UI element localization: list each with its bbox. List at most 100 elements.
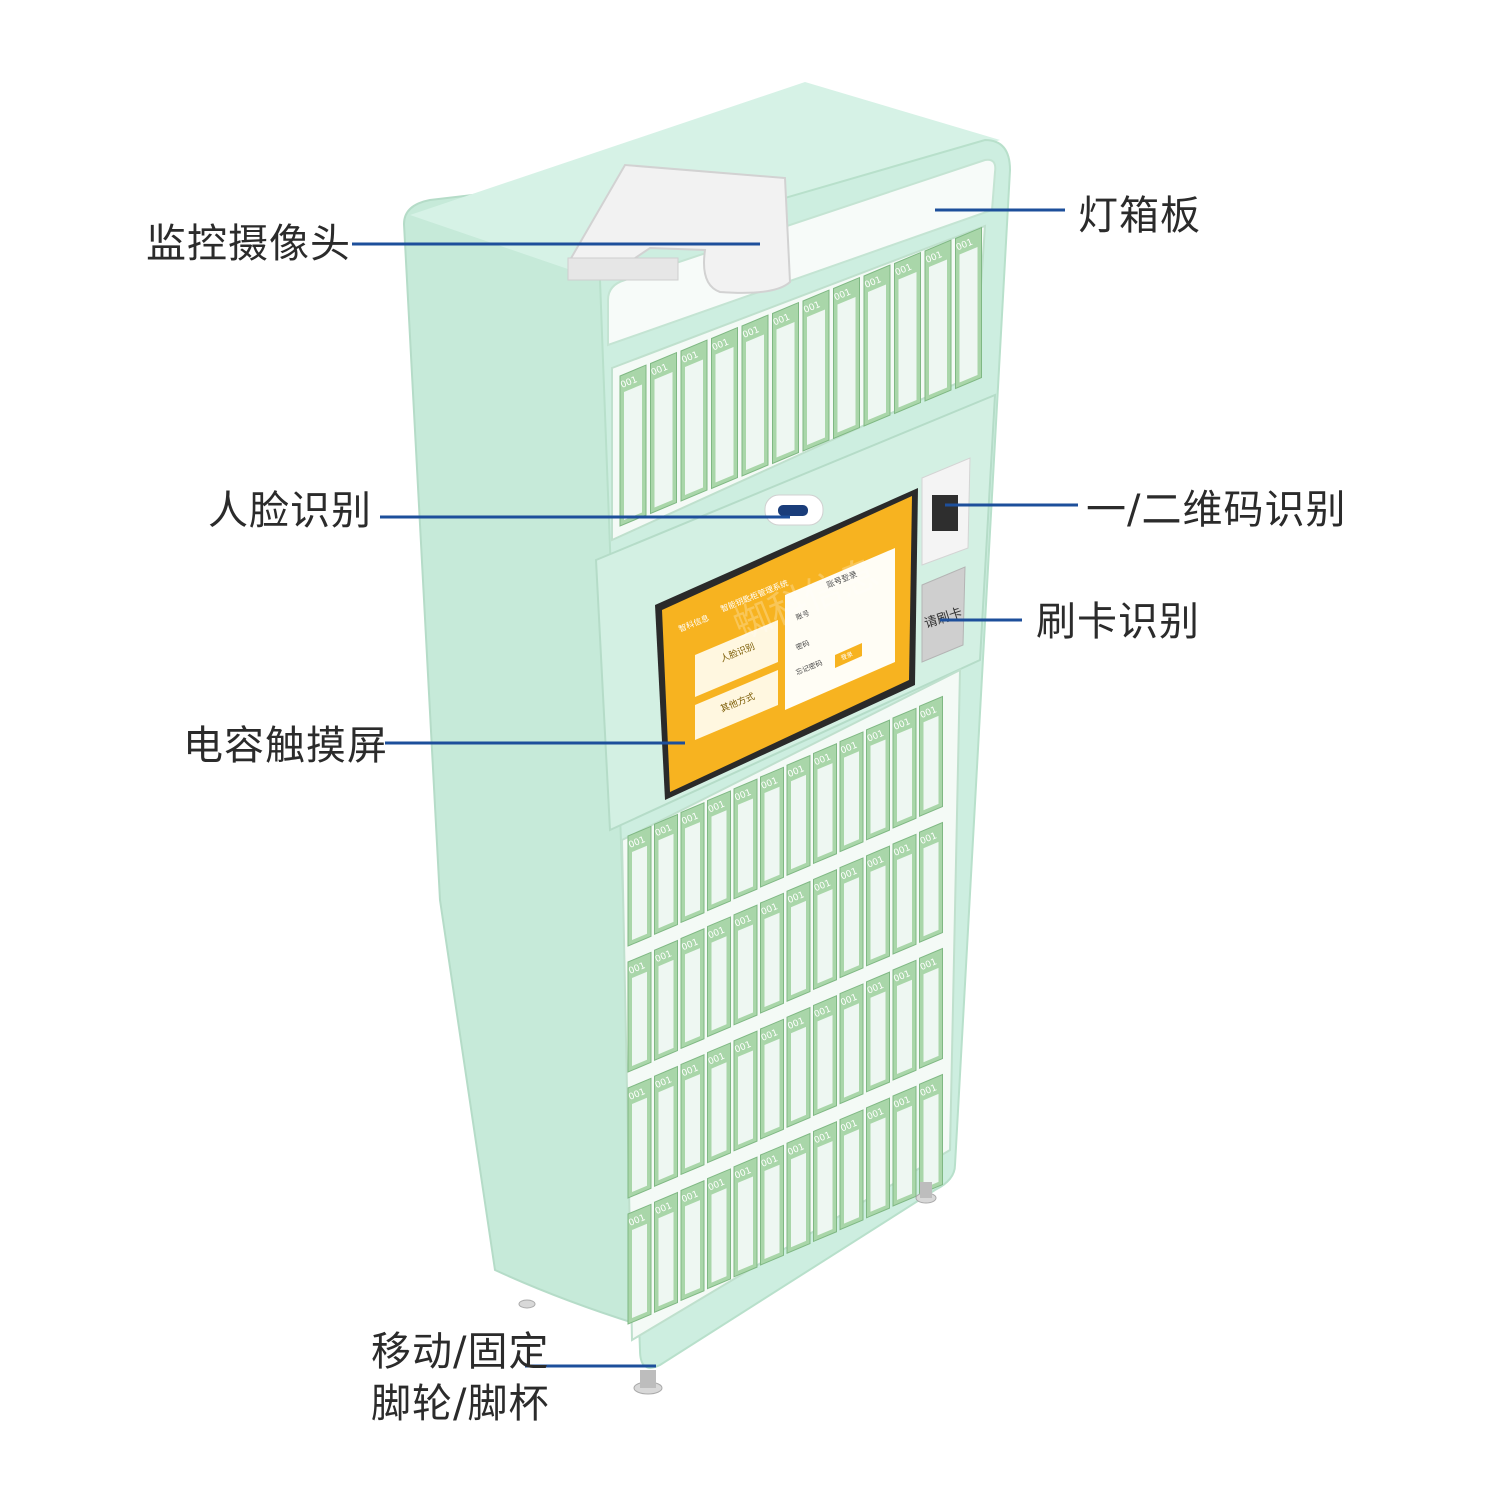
leader-lines [352,208,1078,1368]
lower-slot: 001 [866,845,890,967]
screen-confirm-button [835,643,862,668]
lower-slot-window [870,739,886,834]
screen-face-button [695,620,778,697]
lower-slot-window [711,1062,727,1157]
upper-slot-window [776,321,795,458]
lower-slot-window [764,1038,780,1133]
lower-slot-window [791,1026,806,1122]
upper-slot: 001 [711,326,738,490]
lower-slot: 001 [680,1179,705,1302]
upper-slot-window [746,334,764,470]
lower-slot-window [791,900,806,996]
lower-slot: 001 [654,1065,678,1187]
lower-slot-window [923,841,939,937]
label-camera: 监控摄像头 [146,221,351,267]
upper-slot-window [654,371,673,508]
lower-slot: 001 [892,707,917,829]
screen-other-button [695,670,778,740]
lower-slot: 001 [733,904,758,1026]
label-touch-screen: 电容触摸屏 [183,723,388,769]
lower-slot: 001 [919,947,943,1069]
lower-slot-window [844,1129,859,1224]
lower-slot: 001 [839,731,864,853]
lower-slot: 001 [707,790,731,912]
upper-slot: 001 [772,301,799,465]
lower-slot: 001 [733,1030,758,1152]
lower-slot: 001 [707,916,731,1038]
lower-slot-window [658,1085,674,1181]
lower-slot: 001 [839,983,864,1105]
lower-slot-window [844,1003,859,1098]
lower-slot: 001 [919,1073,943,1195]
lower-slot-window [817,1015,833,1110]
lower-slot: 001 [919,821,943,943]
lower-slot-window [923,715,939,811]
lower-slot: 001 [680,927,705,1050]
lower-slot-window [870,1117,886,1212]
label-casters-line2: 脚轮/脚杯 [371,1381,550,1427]
lower-slot: 001 [813,1120,837,1243]
upper-slot: 001 [863,264,891,427]
lower-slot: 001 [866,971,890,1093]
lower-slot-window [817,1141,833,1236]
cabinet-side-panel [402,178,642,1327]
lower-slot: 001 [892,833,917,955]
lower-slot-grid: 0010010010010010010010010010010010010010… [627,695,943,1325]
lower-slot-window [685,1074,700,1169]
lower-slot-window [658,833,674,929]
lower-slot: 001 [839,1109,864,1231]
upper-slot: 001 [619,364,647,527]
upper-slot: 001 [680,339,708,502]
lower-slot-window [632,1223,647,1318]
lower-slot-window [738,1176,753,1271]
lower-slot-window [791,774,806,870]
lower-slot: 001 [813,994,837,1117]
lower-slot: 001 [733,1156,758,1278]
foot-front-right-stem [920,1182,932,1198]
lower-slot: 001 [813,742,837,865]
upper-slot-window [715,346,734,483]
lower-slot: 001 [786,1132,811,1254]
lower-slot: 001 [707,1042,731,1164]
upper-slot: 001 [650,351,677,515]
upper-slot-window [929,259,947,395]
lower-slot-window [870,865,886,960]
lower-slot-window [844,877,859,972]
lower-slot: 001 [627,1203,652,1325]
qr-reader-window [932,495,958,531]
lower-slot-window [632,845,647,940]
lower-slot-window [685,948,700,1043]
label-qr-code: 一/二维码识别 [1086,487,1347,533]
lower-slot-window [817,763,833,858]
lower-slot-window [711,810,727,905]
card-reader-panel [921,566,966,663]
lower-slot: 001 [760,892,784,1014]
lower-slot-window [738,798,753,893]
lower-slot-window [897,979,912,1074]
lower-slot: 001 [654,939,678,1061]
lower-slot: 001 [813,868,837,991]
lightbox-panel [607,158,997,347]
lower-slot: 001 [786,1006,811,1128]
upper-slot-window [837,296,856,433]
upper-slot: 001 [924,239,952,402]
lower-slot: 001 [866,1097,890,1219]
lower-slot-window [923,967,939,1063]
upper-slot: 001 [833,276,860,440]
lower-slot-window [844,751,859,846]
lower-slot: 001 [627,825,652,947]
lower-slot-window [870,991,886,1086]
lower-slot-window [632,1097,647,1192]
upper-slot-window [868,284,886,420]
upper-slot: 001 [955,226,982,390]
lower-slot: 001 [680,801,705,924]
upper-slot: 001 [741,314,769,477]
lower-slot-window [658,959,674,1055]
label-casters: 移动/固定 脚轮/脚杯 [371,1326,549,1430]
lower-slot: 001 [707,1168,731,1290]
screen-confirm-text: 登录 [840,650,854,662]
lower-slot-window [738,1050,753,1145]
lower-slot: 001 [627,1077,652,1199]
lower-slot-window [764,786,780,881]
